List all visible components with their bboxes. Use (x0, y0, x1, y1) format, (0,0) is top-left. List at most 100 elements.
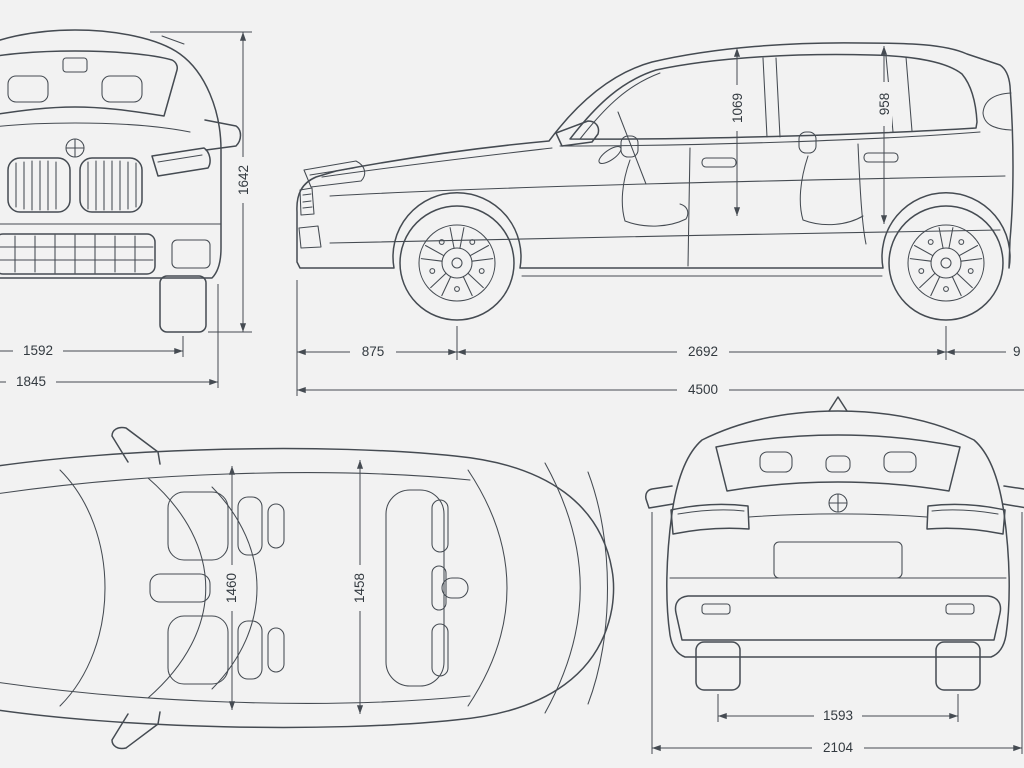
label-mask (350, 344, 396, 360)
body-creases (321, 131, 1006, 277)
front-seat-left-backrest (237, 496, 263, 556)
label-mask (224, 565, 240, 611)
extension-lines (651, 512, 1023, 754)
front-wheel (399, 205, 515, 321)
reflector-right (945, 603, 975, 615)
label-mask (729, 85, 745, 131)
label-mask (6, 374, 56, 390)
top-view: 1460 1458 (0, 426, 615, 750)
rear-headrest-center (431, 565, 447, 611)
steering-wheel (598, 145, 622, 165)
dim-text-track: 1593 (823, 708, 853, 723)
dim-text-headroom-rear: 958 (877, 93, 892, 116)
dim-text-track: 1592 (23, 343, 53, 358)
taillight-detail (677, 509, 999, 518)
bmw-roundel-detail (828, 493, 848, 513)
rear-headrest-left (431, 499, 449, 553)
front-seat-right-cushion (167, 615, 229, 685)
dim-label-wheelbase: 2692 (677, 344, 729, 360)
front-seat-right-backrest (237, 620, 263, 680)
headrest-left (759, 451, 793, 473)
dim-label-front-overhang: 875 (350, 344, 396, 360)
kidney-grille-left (7, 157, 71, 213)
seatbelt-line (617, 111, 647, 185)
dim-text-rear-partial: 9 (1013, 344, 1021, 359)
seat-outlines (621, 155, 864, 227)
headlights (151, 147, 211, 177)
center-console (149, 573, 211, 603)
dim-text-wheelbase: 2692 (688, 344, 718, 359)
dim-label-width: 1845 (6, 374, 56, 390)
antenna-fin (828, 396, 848, 412)
front-seat-right-headrest (267, 627, 285, 673)
body-outline (296, 42, 1014, 269)
dim-text-length: 4500 (688, 382, 718, 397)
window-outline (569, 53, 978, 140)
door-seams (687, 143, 867, 267)
headlight (303, 160, 366, 188)
hood-crease (0, 122, 191, 133)
extension-lines (150, 31, 252, 388)
body-outline (0, 29, 222, 279)
front-view: 1642 1592 1845 (0, 29, 252, 390)
dim-label-track: 1593 (814, 708, 862, 724)
headlight-detail (157, 154, 203, 163)
body-outline (666, 410, 1010, 658)
dim-label-length: 4500 (677, 382, 729, 398)
rearview-mirror (62, 57, 88, 73)
license-plate-recess (773, 541, 903, 579)
dim-text-width-mirrors: 2104 (823, 740, 854, 755)
label-mask (677, 382, 729, 398)
label-mask (876, 82, 892, 126)
dim-label-headroom-rear: 958 (876, 82, 892, 126)
taillights (670, 503, 1006, 535)
dim-text-width: 1845 (16, 374, 46, 389)
lower-grille (0, 233, 156, 275)
seat-headrest-rear (798, 131, 817, 154)
rear-window (715, 434, 961, 492)
dim-text-width-front: 1460 (224, 573, 239, 603)
side-intake-right (171, 239, 211, 269)
rear-headrest-right (431, 623, 449, 677)
side-mirrors (111, 426, 161, 750)
wheel-right (159, 275, 207, 333)
door-handle-rear (863, 152, 899, 163)
dim-text-width-rear: 1458 (352, 573, 367, 603)
dim-label-height: 1642 (235, 157, 251, 203)
grille-bars (15, 160, 137, 211)
label-mask (812, 740, 864, 756)
dim-text-height: 1642 (236, 165, 251, 195)
front-grille (298, 187, 322, 249)
label-mask (235, 157, 251, 203)
windshield (0, 50, 178, 117)
label-mask (677, 344, 729, 360)
side-inner-lines (0, 472, 471, 704)
pillars (579, 55, 913, 140)
kidney-grille-right (79, 157, 143, 213)
seat-headrest-front (620, 135, 639, 158)
body-outline (0, 447, 615, 729)
rear-bench (385, 489, 445, 687)
wheel-right (935, 641, 981, 691)
dim-label-track: 1592 (13, 343, 63, 359)
rear-lamp (982, 92, 1012, 131)
roof-antenna (441, 577, 469, 599)
rear-view: 1593 2104 (645, 396, 1024, 756)
side-view: 1069 958 875 2692 9 4500 (296, 42, 1024, 398)
bmw-roundel-detail (65, 138, 85, 158)
dim-label-width-mirrors: 2104 (812, 740, 864, 756)
dim-label-rear-partial: 9 (1006, 344, 1024, 360)
dim-text-front-overhang: 875 (362, 344, 385, 359)
rear-wheel (888, 205, 1004, 321)
front-seat-left-headrest (267, 503, 285, 549)
dim-label-headroom-front: 1069 (729, 85, 745, 131)
side-mirrors (645, 485, 1024, 509)
dim-label-width-front: 1460 (224, 565, 240, 611)
dim-text-headroom-front: 1069 (730, 93, 745, 123)
bumper-band (674, 595, 1002, 641)
label-mask (352, 565, 368, 611)
front-seat-left-cushion (167, 491, 229, 561)
glass-arcs (59, 462, 609, 714)
